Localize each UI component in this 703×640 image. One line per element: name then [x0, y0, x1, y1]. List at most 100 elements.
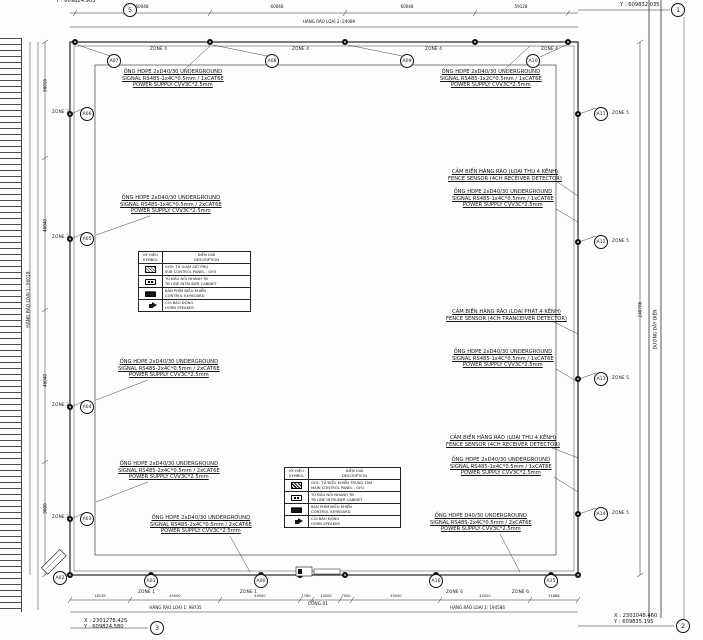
annotation-conduit: ỐNG HDPE 2xD40/30 UNDERGROUND SIGNAL RS4… [118, 461, 220, 481]
gate-shapes [41, 549, 341, 577]
sub-control-panel-icon [145, 266, 156, 273]
node-a06: A06 [80, 107, 94, 121]
tb-cabinet-icon [145, 278, 156, 285]
fence-left-label: HÀNG RÀO LOẠI 1: 56018 [26, 271, 32, 328]
legend-symbol-table-2: KÝ HIỆU SYMBOL DIỄN GIẢI DESCRIPTION GH1… [284, 467, 401, 528]
existing-wall-hatch [0, 38, 22, 612]
zone-label: ZONE 6 [512, 589, 530, 594]
fence-top-label: HÀNG RÀO LOẠI 2: 24089 [302, 19, 356, 24]
control-keyboard-icon [291, 506, 302, 513]
zone-label: ZONE 4 [150, 46, 168, 51]
dim-right-total: 240786 [637, 301, 643, 318]
legend-header-description: DIỄN GIẢI [197, 253, 216, 257]
fence-bottom-label-1: HÀNG RÀO LOẠI 1: 98735 [149, 605, 202, 610]
annotation-conduit: ỐNG HDPE 2xD40/30 UNDERGROUND SIGNAL RS4… [440, 69, 542, 89]
annotation-conduit: ỐNG HDPE 2xD40/30 UNDERGROUND SIGNAL RS4… [450, 457, 552, 477]
dim-bottom-7: 45000 [390, 594, 402, 598]
node-a14: A14 [594, 507, 608, 521]
node-a00: A00 [254, 574, 268, 588]
node-a04: A04 [80, 400, 94, 414]
main-control-panel-icon [291, 482, 302, 489]
dim-top-2: 60048 [270, 4, 284, 9]
gate-label: CỔNG 01 [307, 602, 329, 607]
node-a01: A01 [144, 574, 158, 588]
dim-top-4: 59128 [514, 4, 528, 9]
zone-label: ZONE 1 [240, 589, 258, 594]
dim-top-3: 60048 [400, 4, 414, 9]
zone-label: ZONE 4 [541, 46, 559, 51]
annotation-conduit: ỐNG HDPE 2xD40/30 UNDERGROUND SIGNAL RS4… [452, 349, 554, 369]
legend-symbol-table-1: KÝ HIỆU SYMBOL DIỄN GIẢI DESCRIPTION GH3… [138, 251, 251, 312]
coord-bottom-right-y: Y : 609835.195 [614, 619, 654, 625]
coord-top-left: Y : 609824.903 [56, 0, 96, 4]
zone-label: ZONE 2 [52, 402, 70, 407]
annotation-conduit: ỐNG HDPE 2xD40/30 UNDERGROUND SIGNAL RS4… [122, 69, 224, 89]
annotation-fence-sensor: CẢM BIẾN HÀNG RÀO (LOẠI THU 4 KÊNH) FENC… [448, 169, 562, 182]
grid-bubble-5: 5 [123, 3, 137, 17]
coord-top-right-x: X : 2301695.030 [620, 0, 663, 2]
zone-label: ZONE 4 [292, 46, 310, 51]
zone-label: ZONE 5 [612, 510, 630, 515]
annotation-conduit: ỐNG HDPE D40/30 UNDERGROUND SIGNAL RS485… [430, 513, 532, 533]
dim-bottom-9: 21888 [548, 594, 560, 598]
legend-header-description: DIỄN GIẢI [345, 469, 364, 473]
dim-bottom-8: 45000 [479, 594, 491, 598]
node-a05: A05 [80, 232, 94, 246]
annotation-conduit: ỐNG HDPE 2xD40/30 UNDERGROUND SIGNAL RS4… [150, 515, 252, 535]
annotation-conduit: ỐNG HDPE 2xD40/30 UNDERGROUND SIGNAL RS4… [118, 359, 220, 379]
dim-bottom-1: 18139 [94, 594, 106, 598]
zone-label: ZONE 3 [52, 109, 70, 114]
coord-bottom-left: X : 2301278.425 Y : 609824.580 [84, 618, 127, 630]
annotation-conduit: ỐNG HDPE 2xD40/30 UNDERGROUND SIGNAL RS4… [452, 189, 554, 209]
zone-label: ZONE 4 [425, 46, 443, 51]
zone-label: ZONE 6 [446, 589, 464, 594]
horn-speaker-icon [294, 517, 303, 524]
coord-bottom-right-x: X : 2301048.460 [614, 613, 658, 619]
dim-bottom-6: 7000 [341, 594, 351, 598]
dim-bottom-5: 14000 [320, 594, 332, 598]
annotation-conduit: ỐNG HDPE 2xD40/30 UNDERGROUND SIGNAL RS4… [120, 195, 222, 215]
zone-label: ZONE 1 [138, 589, 156, 594]
horn-speaker-icon [148, 301, 157, 308]
node-a16: A16 [429, 574, 443, 588]
legend-header-symbol: KÝ HIỆU [143, 253, 158, 257]
dim-bottom-3: 45000 [254, 594, 266, 598]
dim-bottom-2: 45000 [169, 594, 181, 598]
dim-left-4: 9008 [42, 503, 48, 514]
dimension-lines [29, 9, 674, 629]
dim-bottom-4: 1780 [301, 594, 311, 598]
node-a09: A09 [400, 54, 414, 68]
road-lines [648, 0, 685, 619]
control-keyboard-icon [145, 290, 156, 297]
zone-label: ZONE 3 [52, 234, 70, 239]
coord-bottom-left-x: X : 2301278.425 [84, 618, 128, 624]
coord-bottom-left-y: Y : 609824.580 [84, 624, 124, 630]
node-a07: A07 [107, 54, 121, 68]
dim-left-3: 46040 [42, 373, 48, 388]
tb-cabinet-icon [291, 494, 302, 501]
node-a08: A08 [265, 54, 279, 68]
node-a15: A15 [544, 574, 558, 588]
node-a10: A10 [526, 54, 540, 68]
node-a02: A02 [53, 571, 67, 585]
coord-top-right: X : 2301695.030 Y : 609832.035 [620, 0, 663, 8]
coord-bottom-right: X : 2301048.460 Y : 609835.195 [614, 613, 657, 625]
node-a12: A12 [594, 235, 608, 249]
legend-header-symbol: KÝ HIỆU [289, 469, 304, 473]
leader-lines [57, 44, 597, 576]
node-a11: A11 [594, 107, 608, 121]
dim-left-1: 56018 [42, 78, 48, 93]
zone-label: ZONE 5 [612, 375, 630, 380]
dim-left-2: 46040 [42, 218, 48, 233]
coord-top-right-y: Y : 609832.035 [620, 2, 660, 8]
node-a13: A13 [594, 372, 608, 386]
zone-label: ZONE 2 [52, 514, 70, 519]
dim-top-1: 60048 [135, 4, 149, 9]
grid-bubble-2: 2 [676, 619, 690, 633]
grid-bubble-1: 1 [671, 3, 685, 17]
zone-label: ZONE 5 [612, 238, 630, 243]
zone-label: ZONE 5 [612, 110, 630, 115]
node-a03: A03 [80, 512, 94, 526]
